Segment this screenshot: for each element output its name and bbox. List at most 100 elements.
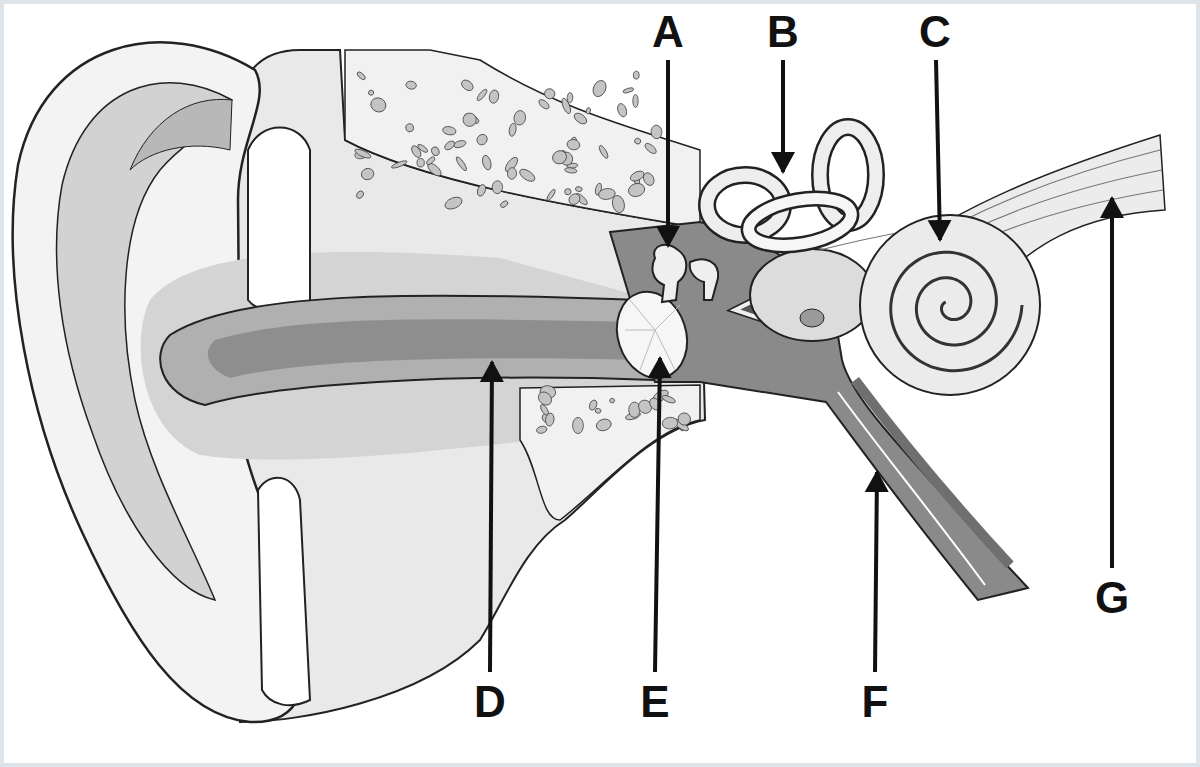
bone-speck: [368, 95, 388, 114]
bone-speck: [633, 71, 639, 79]
callout-letter: G: [1095, 576, 1129, 620]
callout-letter: E: [640, 680, 669, 724]
bone-speck: [443, 139, 456, 151]
ear-part: [490, 362, 492, 672]
cartilage: [248, 128, 310, 312]
bone-speck: [567, 192, 582, 207]
callout-letter: C: [919, 10, 951, 54]
ear-part: [655, 305, 680, 330]
bone-speck: [508, 123, 517, 137]
ear-part: [745, 191, 855, 252]
bone-speck: [356, 71, 367, 81]
bone-speck: [536, 425, 548, 434]
bone-speck: [546, 188, 557, 201]
bone-speck: [609, 398, 615, 404]
bone-speck: [545, 413, 555, 427]
malleus: [652, 245, 686, 302]
callout-letter: D: [474, 680, 506, 724]
bone-speck: [595, 417, 613, 432]
bone-speck: [417, 158, 425, 167]
bone-speck: [360, 167, 375, 182]
bone-speck: [676, 411, 693, 428]
bone-speck: [513, 110, 526, 126]
callout-letter: A: [652, 10, 684, 54]
semicircular-canals: [707, 127, 876, 253]
bone-speck: [475, 132, 489, 147]
bone-speck: [643, 142, 658, 156]
ear-part: [875, 472, 877, 672]
bone-speck: [629, 169, 646, 183]
bone-speck: [634, 137, 642, 144]
bone-speck: [627, 181, 646, 198]
bone-speck: [661, 394, 676, 405]
bone-speck: [623, 87, 635, 94]
bone-speck: [616, 102, 628, 118]
bone-speck: [536, 389, 554, 407]
bone-speck: [492, 180, 503, 193]
vestibule: [750, 249, 874, 341]
eardrum-lines: [625, 300, 680, 370]
bone-speck: [405, 123, 414, 133]
ear-part: [625, 330, 655, 331]
bone-speck: [463, 113, 477, 127]
bone-speck: [573, 417, 584, 433]
callout-letter: F: [862, 680, 889, 724]
ear-canal: [160, 296, 655, 405]
bone-speck: [550, 148, 569, 166]
concha: [141, 252, 655, 460]
bone-speck: [633, 94, 638, 107]
ear-part: [666, 60, 670, 246]
cochlea-spiral: [891, 252, 1022, 371]
ear-part: [781, 60, 785, 172]
ear-canal-inner: [208, 319, 648, 378]
bone-speck: [354, 147, 372, 159]
bone-speck: [641, 171, 656, 187]
bone-speck: [598, 188, 616, 201]
bone-speck: [588, 399, 598, 411]
bone-speck: [662, 417, 678, 430]
bone-speck: [566, 138, 580, 151]
ear-part: [745, 191, 855, 252]
ear-part: [655, 358, 660, 672]
bone-speck: [567, 93, 573, 104]
leader-arrows: [490, 60, 1112, 672]
bone-speck: [405, 80, 417, 90]
tube-wall: [838, 392, 985, 585]
callout-letter: B: [767, 10, 799, 54]
cochlea: [860, 215, 1040, 395]
bone-speck: [591, 78, 609, 98]
bone-speck: [460, 78, 476, 93]
bone-speck: [481, 154, 493, 170]
fold-shadow: [130, 99, 232, 170]
bone-speck: [488, 89, 500, 104]
bone-speck: [499, 200, 509, 209]
oval-window: [800, 309, 824, 327]
temporal-bone: [345, 50, 700, 228]
bone-speck: [391, 159, 408, 169]
bone-speck: [442, 126, 457, 136]
bone-speck: [368, 90, 374, 96]
bone-speck: [572, 111, 588, 126]
bone-speck: [476, 183, 487, 197]
bone-speck: [518, 167, 537, 184]
bone-speck: [564, 188, 571, 195]
ear-part: [640, 330, 655, 370]
bone-speck: [575, 186, 583, 192]
bone-speck: [425, 156, 436, 166]
bone-speck: [476, 88, 489, 102]
bone-speck: [410, 144, 423, 159]
temporal-bone: [520, 385, 700, 520]
bone-speck: [537, 98, 550, 111]
bone-speck: [455, 156, 468, 172]
cartilage: [258, 478, 310, 706]
bone-speck: [595, 408, 602, 414]
bone-speck: [651, 125, 663, 139]
eardrum: [606, 283, 698, 388]
ear-part: [630, 300, 655, 330]
bone-speck: [507, 167, 517, 179]
incus: [690, 259, 718, 300]
ear-part: [936, 60, 940, 240]
